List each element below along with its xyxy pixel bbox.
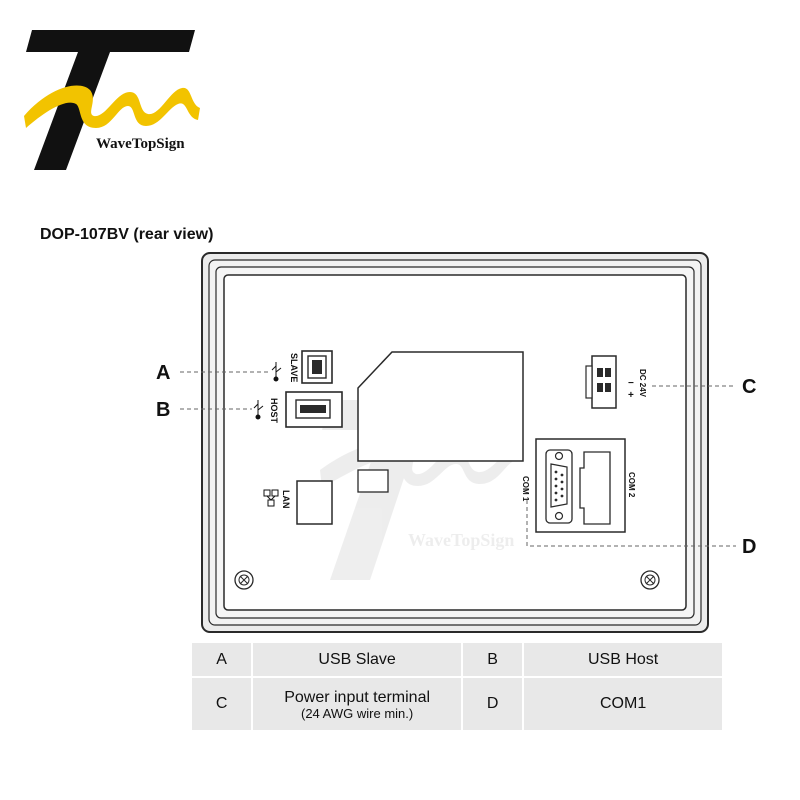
- power-terminal: DC 24V + −: [585, 355, 647, 409]
- lan-label: LAN: [281, 490, 291, 509]
- com2-label: COM 2: [627, 472, 636, 498]
- com1-label: COM 1: [521, 476, 530, 502]
- callout-b: B: [156, 399, 171, 421]
- legend-value: COM1: [524, 678, 722, 730]
- brand-logo: [24, 30, 200, 170]
- legend-value: USB Slave: [253, 643, 461, 676]
- host-label: HOST: [269, 398, 279, 424]
- watermark-text: WaveTopSign: [408, 530, 514, 550]
- legend-row: A USB Slave B USB Host: [192, 643, 722, 676]
- legend-key: D: [463, 678, 523, 730]
- com2-port: COM 2: [579, 451, 636, 525]
- minus-label: −: [628, 378, 634, 389]
- usb-icon-host: [253, 400, 264, 420]
- legend-value-note: (24 AWG wire min.): [301, 705, 414, 721]
- legend-table: A USB Slave B USB Host C Power input ter…: [190, 641, 724, 732]
- usb-slave-port: SLAVE: [271, 350, 333, 384]
- rear-view-diagram: WaveTopSign SLAVE HOST LAN: [180, 252, 736, 633]
- dc-label: DC 24V: [638, 369, 647, 398]
- callout-d: D: [742, 536, 757, 558]
- com-panel: COM 1 COM 2: [521, 438, 636, 533]
- usb-icon-slave: [271, 362, 282, 382]
- slave-label: SLAVE: [289, 353, 299, 382]
- legend-key: C: [192, 678, 252, 730]
- legend-row: C Power input terminal (24 AWG wire min.…: [192, 678, 722, 730]
- callout-c: C: [742, 376, 757, 398]
- leader-lines: [180, 371, 736, 547]
- plus-label: +: [628, 390, 634, 401]
- callout-a: A: [156, 362, 171, 384]
- legend-value-cell: Power input terminal (24 AWG wire min.): [253, 678, 461, 730]
- brand-name: WaveTopSign: [96, 136, 185, 152]
- legend-value: USB Host: [524, 643, 722, 676]
- lan-port: LAN: [263, 480, 333, 525]
- lan-icon: [263, 489, 279, 507]
- legend-key: A: [192, 643, 252, 676]
- diagram-title: DOP-107BV (rear view): [40, 226, 214, 243]
- legend-key: B: [463, 643, 523, 676]
- screw-left: [234, 570, 254, 590]
- screw-right: [640, 570, 660, 590]
- legend-value: Power input terminal: [284, 688, 431, 706]
- usb-host-port: HOST: [253, 391, 343, 428]
- com1-port: COM 1: [521, 449, 573, 524]
